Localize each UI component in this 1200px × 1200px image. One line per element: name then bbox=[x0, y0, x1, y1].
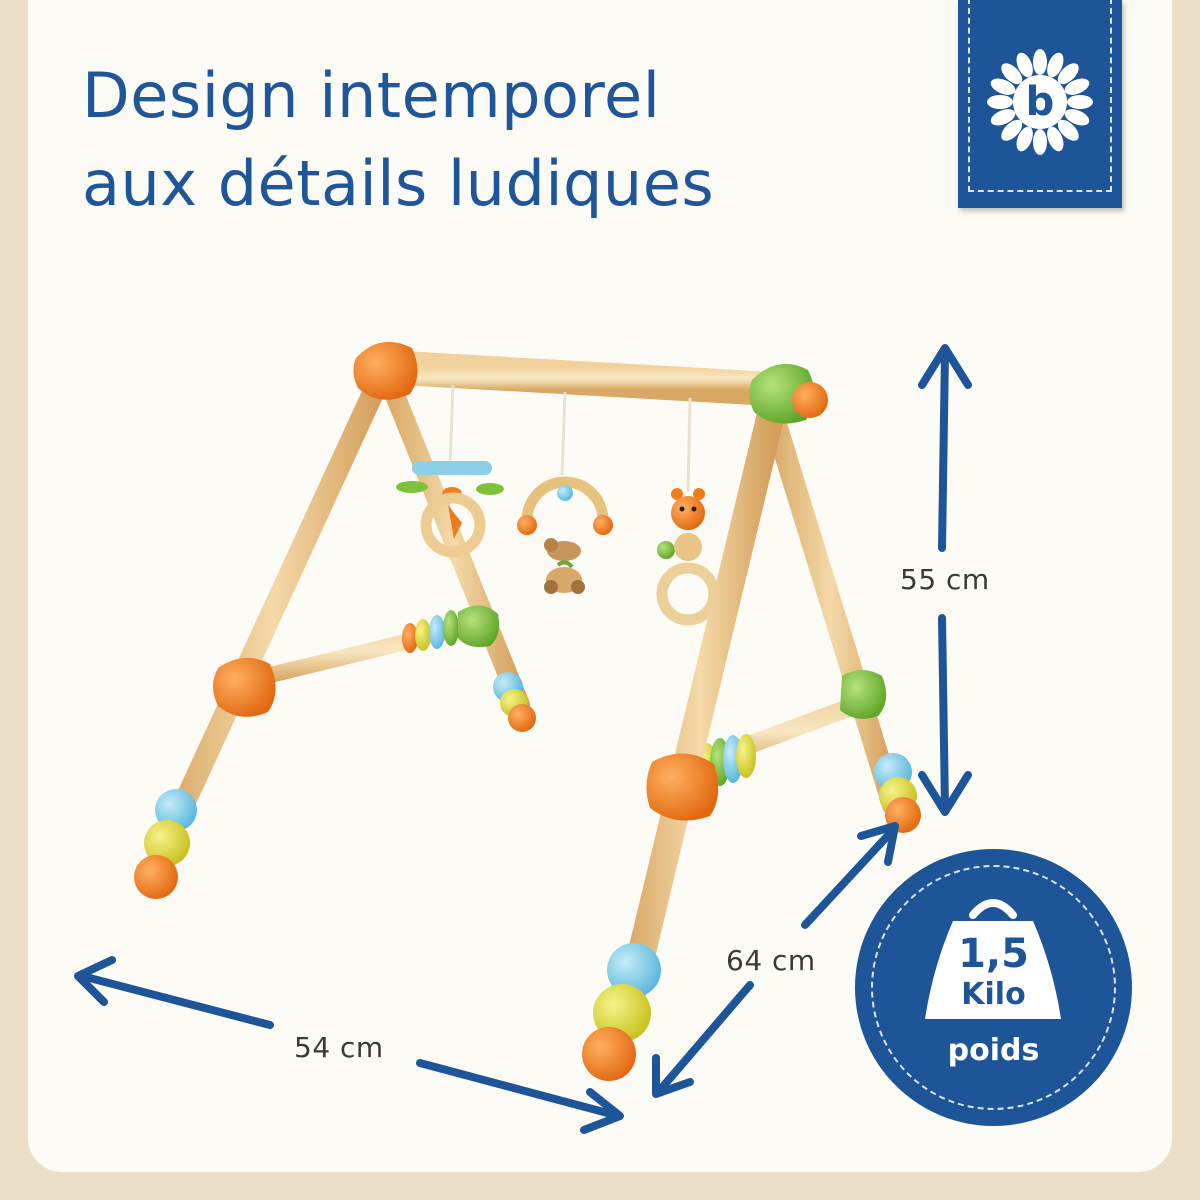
weight-unit: Kilo bbox=[961, 977, 1026, 1012]
brand-petal bbox=[1016, 126, 1033, 152]
brand-petal bbox=[1047, 52, 1064, 78]
back-left-leg bbox=[378, 368, 530, 715]
right-crossbar bbox=[686, 670, 887, 787]
back-left-leg-beads bbox=[493, 672, 536, 732]
height-dimension-label: 55 cm bbox=[900, 563, 990, 596]
top-left-joint bbox=[353, 341, 418, 400]
headline: Design intemporel aux détails ludiques bbox=[82, 52, 714, 228]
top-bar bbox=[368, 350, 807, 407]
back-right-leg-beads bbox=[874, 753, 921, 833]
front-left-leg bbox=[134, 367, 391, 899]
depth-dimension-label: 64 cm bbox=[726, 944, 816, 977]
brand-letter: b bbox=[1026, 79, 1055, 125]
width-arrow bbox=[74, 956, 624, 1134]
hanging-toy-propeller bbox=[396, 461, 504, 558]
headline-line-1: Design intemporel bbox=[82, 59, 661, 132]
weight-badge-ring bbox=[871, 865, 1116, 1110]
brand-petal bbox=[1064, 78, 1090, 95]
depth-arrow bbox=[652, 822, 899, 1098]
weight-label: poids bbox=[947, 1033, 1040, 1068]
width-dimension-label: 54 cm bbox=[294, 1031, 384, 1064]
brand-petal bbox=[1033, 129, 1047, 155]
brand-petal bbox=[1047, 126, 1064, 152]
back-right-leg bbox=[759, 394, 904, 816]
back-crossbar bbox=[242, 605, 499, 688]
weight-icon bbox=[925, 899, 1061, 1019]
brand-petal bbox=[1057, 119, 1079, 141]
brand-logo-tag: b bbox=[958, 0, 1122, 208]
brand-petal bbox=[1001, 63, 1023, 85]
hanging-toy-bear bbox=[656, 488, 720, 626]
top-right-joint bbox=[749, 363, 828, 424]
brand-petal bbox=[1064, 109, 1090, 126]
brand-petal bbox=[990, 109, 1016, 126]
front-right-leg bbox=[582, 396, 786, 1081]
height-arrow bbox=[918, 344, 972, 816]
brand-petal bbox=[1057, 63, 1079, 85]
brand-petal bbox=[1016, 52, 1033, 78]
brand-petal bbox=[1033, 49, 1047, 75]
brand-stitch-border bbox=[968, 0, 1112, 192]
weight-value: 1,5 bbox=[958, 931, 1029, 977]
hanging-toy-arch bbox=[517, 476, 613, 594]
brand-flower-logo: b bbox=[987, 49, 1093, 155]
brand-petal bbox=[987, 95, 1013, 109]
brand-petal bbox=[990, 78, 1016, 95]
brand-petal bbox=[1001, 119, 1023, 141]
brand-petal bbox=[1067, 95, 1093, 109]
weight-badge: 1,5 Kilo poids bbox=[855, 849, 1132, 1126]
hanging-strings bbox=[448, 384, 692, 493]
headline-line-2: aux détails ludiques bbox=[82, 147, 715, 220]
